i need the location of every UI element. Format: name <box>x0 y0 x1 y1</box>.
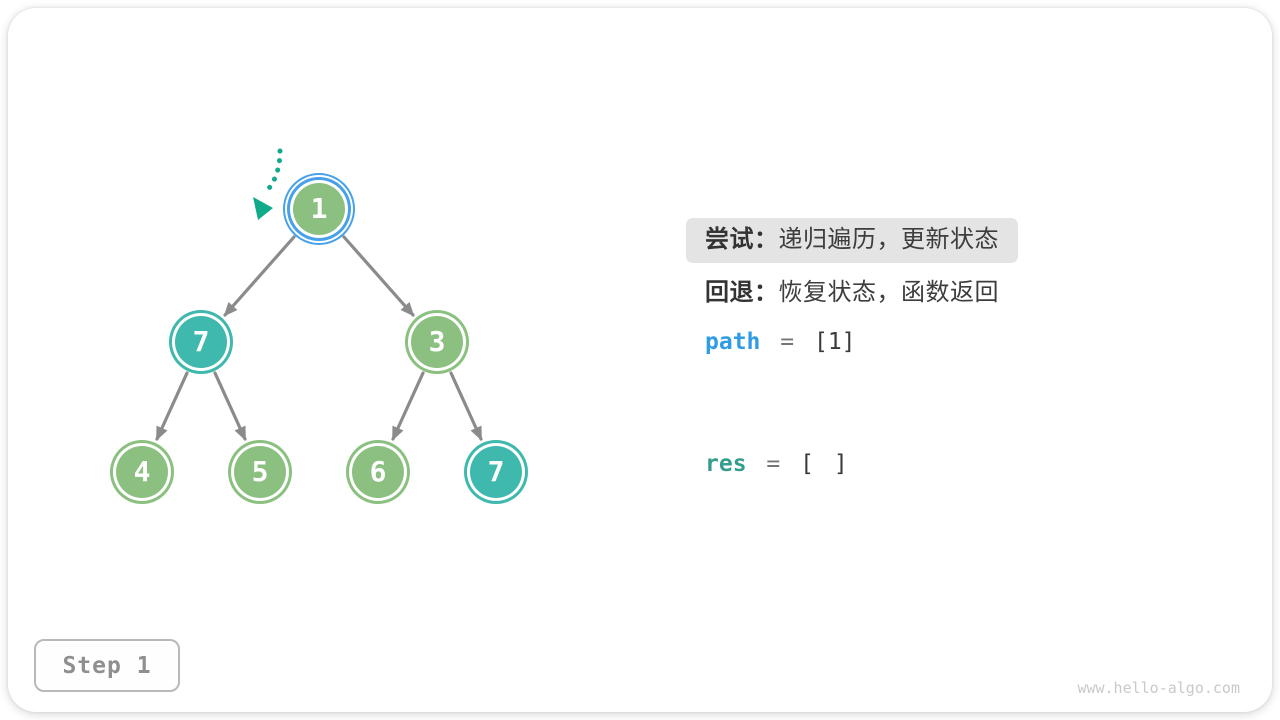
tree-node-7-left: 7 <box>175 316 227 368</box>
figure-card: 1 7 3 4 5 6 7 尝试：递归遍历，更新状态 回退：恢复状态，函数返回 … <box>8 8 1272 712</box>
try-rule: 尝试：递归遍历，更新状态 <box>686 218 1018 263</box>
step-label: Step 1 <box>62 652 152 679</box>
tree-node-1: 1 <box>293 183 345 235</box>
tree-node-4: 4 <box>116 446 168 498</box>
edge-1-7 <box>223 235 296 317</box>
watermark: www.hello-algo.com <box>1077 679 1240 697</box>
try-label: 尝试： <box>705 226 779 253</box>
state-panel: 尝试：递归遍历，更新状态 回退：恢复状态，函数返回 path = [1] res… <box>686 218 1106 508</box>
res-value: [ ] <box>800 451 848 477</box>
back-rule: 回退：恢复状态，函数返回 <box>705 279 999 307</box>
current-pointer-icon <box>253 148 283 220</box>
edge-3-7 <box>449 371 483 441</box>
tree-node-5: 5 <box>234 446 286 498</box>
path-variable: path = [1] <box>705 328 856 356</box>
try-text: 递归遍历，更新状态 <box>778 226 999 253</box>
edge-3-6 <box>391 371 425 441</box>
tree-node-7-right: 7 <box>470 446 522 498</box>
tree-node-6: 6 <box>352 446 404 498</box>
binary-tree-diagram: 1 7 3 4 5 6 7 <box>8 8 568 548</box>
edge-7-5 <box>213 371 247 441</box>
res-variable: res = [ ] <box>705 450 848 478</box>
res-equals: = <box>766 451 781 477</box>
back-label: 回退： <box>705 279 779 306</box>
path-value: [1] <box>813 329 856 355</box>
res-variable-name: res <box>705 451 747 477</box>
path-equals: = <box>780 329 795 355</box>
path-variable-name: path <box>705 329 761 355</box>
edge-7-4 <box>155 371 189 441</box>
tree-edges <box>155 235 483 441</box>
tree-node-3: 3 <box>411 316 463 368</box>
edge-1-3 <box>342 235 415 317</box>
tree-edges-layer <box>155 148 483 441</box>
back-text: 恢复状态，函数返回 <box>778 279 999 306</box>
step-badge: Step 1 <box>34 639 180 692</box>
